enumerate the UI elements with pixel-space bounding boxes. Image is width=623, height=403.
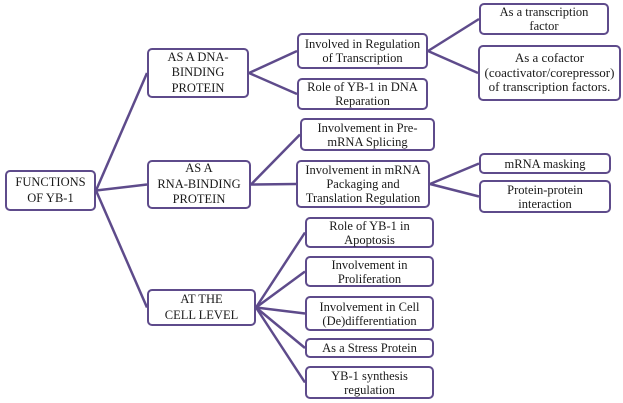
node-rna-binding: AS A RNA-BINDING PROTEIN [147, 160, 251, 209]
node-mrna-masking: mRNA masking [479, 153, 611, 174]
connector-mrna-packaging-to-protein-interaction [429, 182, 480, 198]
node-dna-reparation: Role of YB-1 in DNA Reparation [297, 78, 428, 110]
connector-cell-level-to-apoptosis [254, 231, 307, 309]
node-proliferation: Involvement in Proliferation [305, 256, 434, 287]
node-dedifferentiation: Involvement in Cell (De)differentiation [305, 296, 434, 331]
connector-rna-binding-to-pre-mrna [250, 133, 301, 186]
connector-rna-binding-to-mrna-packaging [250, 182, 297, 186]
connector-reg-transcription-to-cofactor [427, 49, 479, 75]
connector-cell-level-to-synthesis-regulation [254, 306, 307, 384]
connector-root-to-dna-binding [94, 72, 149, 191]
node-root: FUNCTIONS OF YB-1 [5, 170, 96, 211]
connector-mrna-packaging-to-mrna-masking [429, 162, 480, 186]
node-stress-protein: As a Stress Protein [305, 338, 434, 358]
node-transcription-factor: As a transcription factor [479, 3, 609, 35]
node-apoptosis: Role of YB-1 in Apoptosis [305, 217, 434, 248]
connector-root-to-cell-level [94, 190, 149, 308]
node-synthesis-regulation: YB-1 synthesis regulation [305, 366, 434, 399]
connector-root-to-rna-binding [95, 183, 148, 192]
node-cofactor: As a cofactor (coactivator/corepressor) … [478, 45, 621, 101]
node-dna-binding: AS A DNA- BINDING PROTEIN [147, 48, 249, 98]
connector-reg-transcription-to-transcription-factor [427, 17, 480, 53]
connector-dna-binding-to-reg-transcription [248, 49, 298, 75]
node-pre-mrna: Involvement in Pre- mRNA Splicing [300, 118, 435, 151]
connector-cell-level-to-dedifferentiation [255, 306, 306, 315]
node-mrna-packaging: Involvement in mRNA Packaging and Transl… [296, 160, 430, 208]
node-reg-transcription: Involved in Regulation of Transcription [297, 33, 428, 69]
connector-dna-binding-to-dna-reparation [248, 71, 298, 96]
node-cell-level: AT THE CELL LEVEL [147, 289, 256, 326]
node-protein-interaction: Protein-protein interaction [479, 180, 611, 213]
connector-cell-level-to-stress-protein [255, 306, 306, 349]
connector-cell-level-to-proliferation [255, 270, 306, 309]
